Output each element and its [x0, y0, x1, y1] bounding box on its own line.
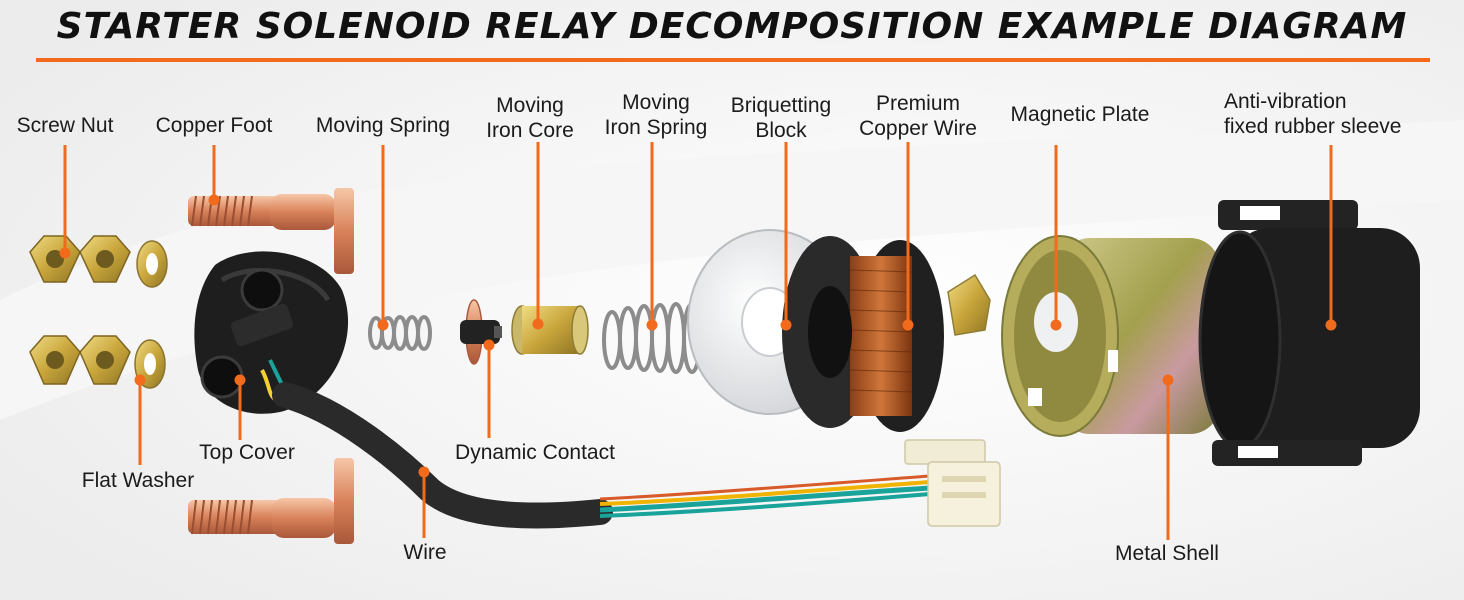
dot-metal-shell	[1162, 374, 1174, 386]
label-premium-copper-wire: Premium Copper Wire	[859, 92, 977, 140]
label-dynamic-contact: Dynamic Contact	[455, 441, 615, 464]
label-briquetting-block: Briquetting Block	[730, 94, 832, 142]
rubber-sleeve	[1198, 200, 1420, 466]
title-underline	[36, 58, 1430, 62]
dot-rubber-sleeve	[1325, 319, 1337, 331]
moving-iron-core	[511, 305, 589, 355]
label-moving-iron-spring: Moving Iron Spring	[604, 91, 708, 139]
dot-moving-iron-spring	[646, 319, 658, 331]
label-top-cover: Top Cover	[199, 441, 295, 464]
dot-briquetting-block	[780, 319, 792, 331]
label-screw-nut: Screw Nut	[16, 114, 114, 137]
label-moving-iron-core: Moving Iron Core	[486, 94, 574, 142]
flat-washers	[134, 240, 168, 389]
label-metal-shell: Metal Shell	[1115, 542, 1219, 565]
dot-wire	[418, 466, 430, 478]
dot-moving-spring	[377, 319, 389, 331]
background-swoosh	[0, 120, 1464, 420]
dot-screw-nut	[59, 247, 71, 259]
dot-dynamic-contact	[483, 339, 495, 351]
dot-premium-copper-wire	[902, 319, 914, 331]
dot-flat-washer	[134, 374, 146, 386]
dot-top-cover	[234, 374, 246, 386]
dot-magnetic-plate	[1050, 319, 1062, 331]
dynamic-contact	[460, 299, 502, 365]
screw-nuts	[29, 235, 131, 385]
wire-cable	[272, 382, 931, 529]
diagram-title: STARTER SOLENOID RELAY DECOMPOSITION EXA…	[56, 6, 1408, 47]
metal-shell	[1001, 235, 1220, 437]
top-cover	[194, 251, 349, 414]
label-copper-foot: Copper Foot	[155, 114, 273, 137]
label-wire: Wire	[403, 541, 447, 564]
leader-dots	[59, 194, 1337, 478]
moving-spring	[368, 315, 432, 351]
label-anti-vibration-sleeve: Anti-vibration fixed rubber sleeve	[1224, 90, 1402, 138]
leader-lines	[63, 142, 1333, 540]
label-flat-washer: Flat Washer	[81, 469, 195, 492]
label-moving-spring: Moving Spring	[315, 114, 451, 137]
copper-foot-bottom	[188, 458, 354, 544]
dot-copper-foot	[208, 194, 220, 206]
connector-plug	[904, 439, 1001, 527]
label-magnetic-plate: Magnetic Plate	[1010, 103, 1150, 126]
dot-moving-iron-core	[532, 318, 544, 330]
terminal-clip	[947, 273, 991, 336]
copper-coil-bobbin	[782, 236, 944, 432]
